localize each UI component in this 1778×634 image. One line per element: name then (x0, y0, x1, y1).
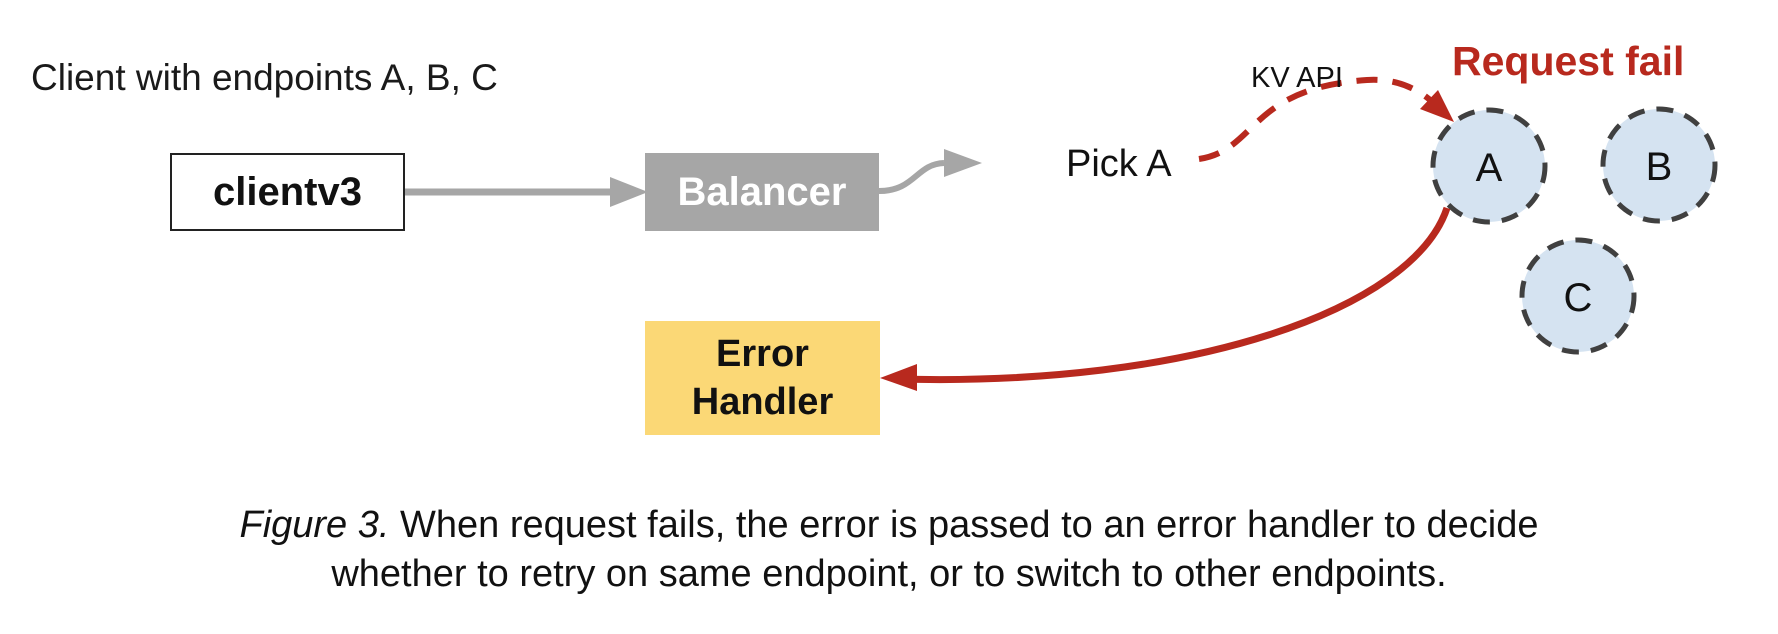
error-handler-box: Error Handler (645, 321, 880, 435)
error-handler-label-line1: Error (716, 333, 809, 375)
balancer-to-pick-arrowhead-icon (944, 149, 982, 177)
endpoint-a-circle (1430, 107, 1548, 225)
figure-caption-line2: whether to retry on same endpoint, or to… (331, 553, 1447, 595)
balancer-to-pick-arrow (878, 160, 945, 194)
endpoint-b-label: B (1645, 145, 1673, 189)
kv-api-request-arrowhead-icon (1420, 90, 1454, 122)
error-return-arrow (897, 206, 1451, 384)
balancer-label: Balancer (677, 169, 847, 214)
figure-caption-number: Figure 3. (239, 504, 390, 546)
client-to-balancer-arrowhead-icon (610, 177, 648, 207)
kv-api-request-arrow (1198, 76, 1439, 162)
figure-caption-line1: When request fails, the error is passed … (389, 504, 1539, 546)
clientv3-box: clientv3 (170, 153, 405, 231)
error-return-arrowhead-icon (880, 364, 917, 391)
endpoint-c-circle (1519, 237, 1637, 355)
figure-caption: Figure 3. When request fails, the error … (0, 501, 1778, 599)
pick-a-label: Pick A (1066, 143, 1172, 185)
clientv3-label: clientv3 (213, 169, 362, 214)
endpoint-c-label: C (1563, 276, 1593, 320)
client-endpoints-label: Client with endpoints A, B, C (31, 57, 498, 98)
endpoint-a-label: A (1475, 146, 1503, 190)
error-handler-label-line2: Handler (691, 381, 834, 423)
request-fail-label: Request fail (1452, 38, 1685, 84)
balancer-box: Balancer (645, 153, 879, 231)
endpoint-b-circle (1600, 106, 1718, 224)
kv-api-label: KV API (1251, 62, 1343, 94)
